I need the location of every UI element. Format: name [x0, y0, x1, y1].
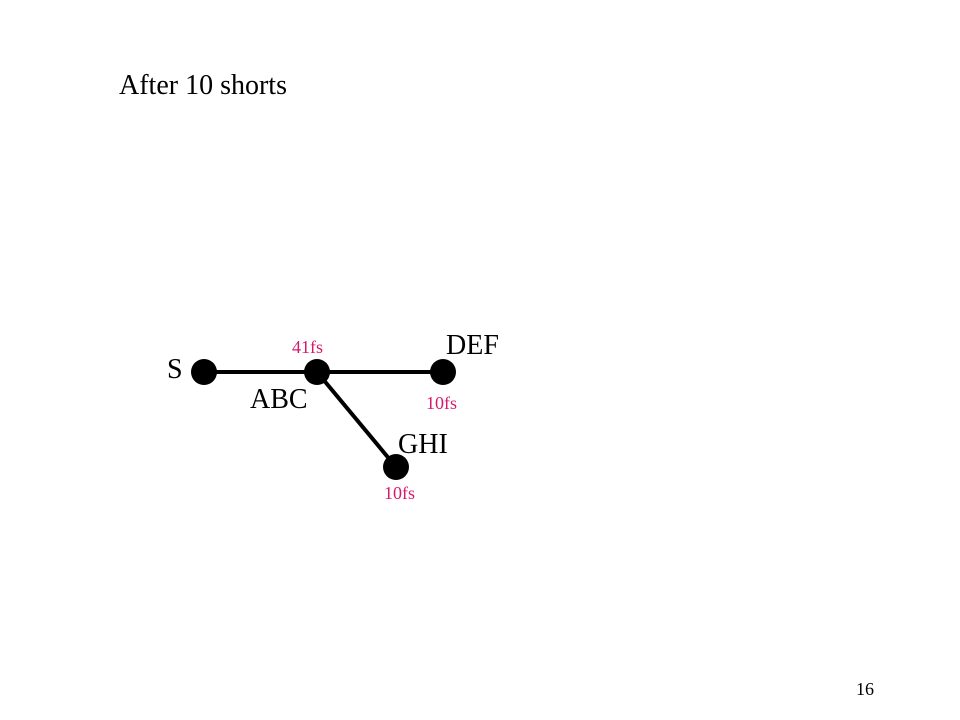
slide-title: After 10 shorts — [119, 70, 287, 101]
node-label-s: S — [167, 354, 183, 385]
node-s — [191, 359, 217, 385]
node-label-abc: ABC — [250, 384, 308, 415]
node-def — [430, 359, 456, 385]
node-labels: S ABC DEF GHI — [167, 330, 499, 460]
count-label-ghi: 10fs — [384, 483, 415, 503]
node-abc — [304, 359, 330, 385]
count-label-abc: 41fs — [292, 337, 323, 357]
node-ghi — [383, 454, 409, 480]
page-number: 16 — [856, 679, 874, 699]
count-labels: 41fs 10fs 10fs — [292, 337, 457, 503]
count-label-def: 10fs — [426, 393, 457, 413]
edge-abc-ghi — [315, 370, 398, 469]
node-label-ghi: GHI — [398, 429, 448, 460]
edges — [202, 370, 445, 469]
node-label-def: DEF — [446, 330, 499, 361]
nodes — [191, 359, 456, 480]
